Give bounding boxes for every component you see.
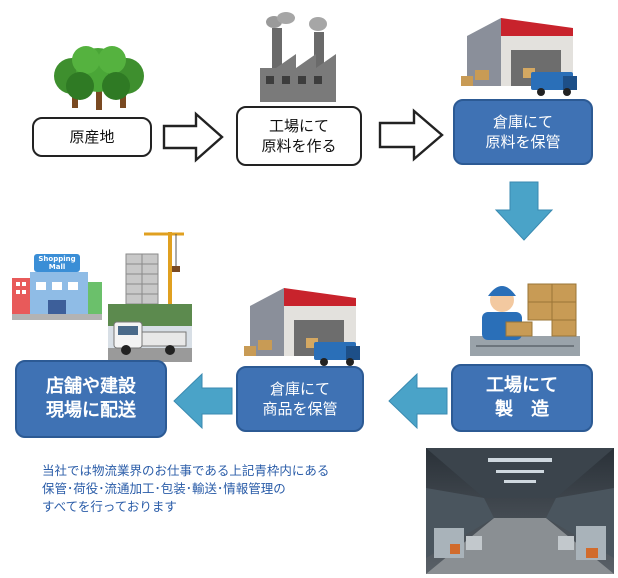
factory-icon [260, 12, 336, 102]
factory-make-label: 工場にて 製 造 [486, 374, 558, 420]
origin-label: 原産地 [69, 127, 115, 146]
factory-raw-label: 工場にて 原料を作る [261, 116, 337, 155]
origin-box: 原産地 [32, 117, 152, 157]
shopping-mall-icon [12, 254, 102, 320]
shopping-mall-sign: Shopping Mall [38, 255, 76, 271]
delivery-label: 店舗や建設 現場に配送 [46, 375, 136, 421]
factory-raw-box: 工場にて 原料を作る [236, 106, 362, 166]
warehouse-icon [244, 288, 360, 366]
arrow-left-icon [388, 372, 448, 430]
construction-site-icon [125, 232, 184, 305]
arrow-down-icon [494, 181, 554, 241]
warehouse-raw-box: 倉庫にて 原料を保管 [453, 99, 593, 165]
warehouse-interior-photo [426, 448, 614, 574]
delivery-box: 店舗や建設 現場に配送 [15, 360, 167, 438]
warehouse-raw-label: 倉庫にて 原料を保管 [485, 112, 561, 151]
outline-arrow-right-icon [378, 108, 444, 162]
warehouse-goods-box: 倉庫にて 商品を保管 [236, 366, 364, 432]
warehouse-goods-label: 倉庫にて 商品を保管 [262, 379, 338, 418]
factory-make-box: 工場にて 製 造 [451, 364, 593, 432]
delivery-truck-photo [108, 304, 192, 362]
arrow-left-icon [173, 372, 233, 430]
outline-arrow-right-icon [162, 111, 224, 163]
company-note: 当社では物流業界のお仕事である上記青枠内にある 保管･荷役･流通加工･包装･輸送… [42, 463, 330, 515]
forest-icon [54, 46, 144, 110]
warehouse-icon [461, 18, 577, 96]
factory-worker-icon [470, 283, 580, 356]
